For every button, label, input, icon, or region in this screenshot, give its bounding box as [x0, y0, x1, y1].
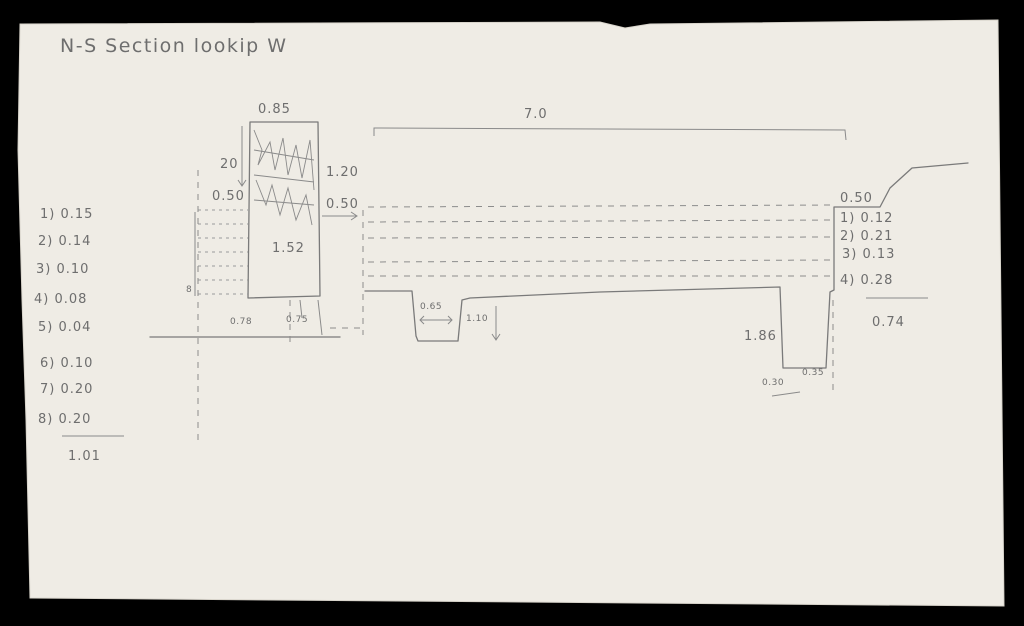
label-050-left: 0.50: [212, 189, 245, 204]
span-dimension-line: [373, 127, 847, 141]
sheet-title: N-S Section lookip W: [60, 35, 288, 57]
left-item-7: 7) 0.20: [40, 382, 93, 397]
left-item-1: 1) 0.15: [40, 207, 93, 222]
arrow-050-mid: [322, 211, 358, 221]
left-total: 1.01: [68, 449, 101, 464]
strata-lines: [367, 204, 835, 277]
label-top-width: 0.85: [258, 102, 291, 117]
label-035: 0.35: [802, 368, 824, 378]
label-050-right: 0.50: [840, 191, 873, 206]
paper-background: [17, 19, 1005, 607]
left-item-2: 2) 0.14: [38, 234, 91, 249]
label-030: 0.30: [762, 378, 784, 388]
label-152: 1.52: [272, 241, 305, 256]
right-item-3: 3) 0.13: [842, 247, 895, 262]
label-110: 1.10: [466, 314, 488, 324]
label-050-mid: 0.50: [326, 197, 359, 212]
arrow-20: [237, 126, 247, 187]
right-measure-list: 1) 0.12 2) 0.21 3) 0.13 4) 0.28 0.74: [840, 211, 928, 330]
label-20: 20: [220, 157, 239, 172]
left-item-3: 3) 0.10: [36, 262, 89, 277]
arrow-110: [491, 306, 501, 341]
column-outline: [247, 121, 321, 299]
label-8: 8: [186, 285, 192, 295]
left-measure-list: 1) 0.15 2) 0.14 3) 0.10 4) 0.08 5) 0.04 …: [34, 207, 124, 464]
left-item-5: 5) 0.04: [38, 320, 91, 335]
label-065: 0.65: [420, 302, 442, 312]
label-span: 7.0: [524, 107, 548, 122]
column-hatching: [253, 129, 315, 226]
column-foot: [299, 299, 323, 336]
arrow-065: [419, 315, 453, 325]
left-item-6: 6) 0.10: [40, 356, 93, 371]
left-item-8: 8) 0.20: [38, 412, 91, 427]
right-item-4: 4) 0.28: [840, 273, 893, 288]
left-item-4: 4) 0.08: [34, 292, 87, 307]
section-profile: [364, 162, 969, 369]
right-item-1: 1) 0.12: [840, 211, 893, 226]
label-078: 0.78: [230, 317, 252, 327]
right-total: 0.74: [872, 315, 905, 330]
arrow-030: [771, 391, 801, 397]
label-186: 1.86: [744, 329, 777, 344]
label-075: 0.75: [286, 315, 308, 325]
right-item-2: 2) 0.21: [840, 229, 893, 244]
label-120: 1.20: [326, 165, 359, 180]
